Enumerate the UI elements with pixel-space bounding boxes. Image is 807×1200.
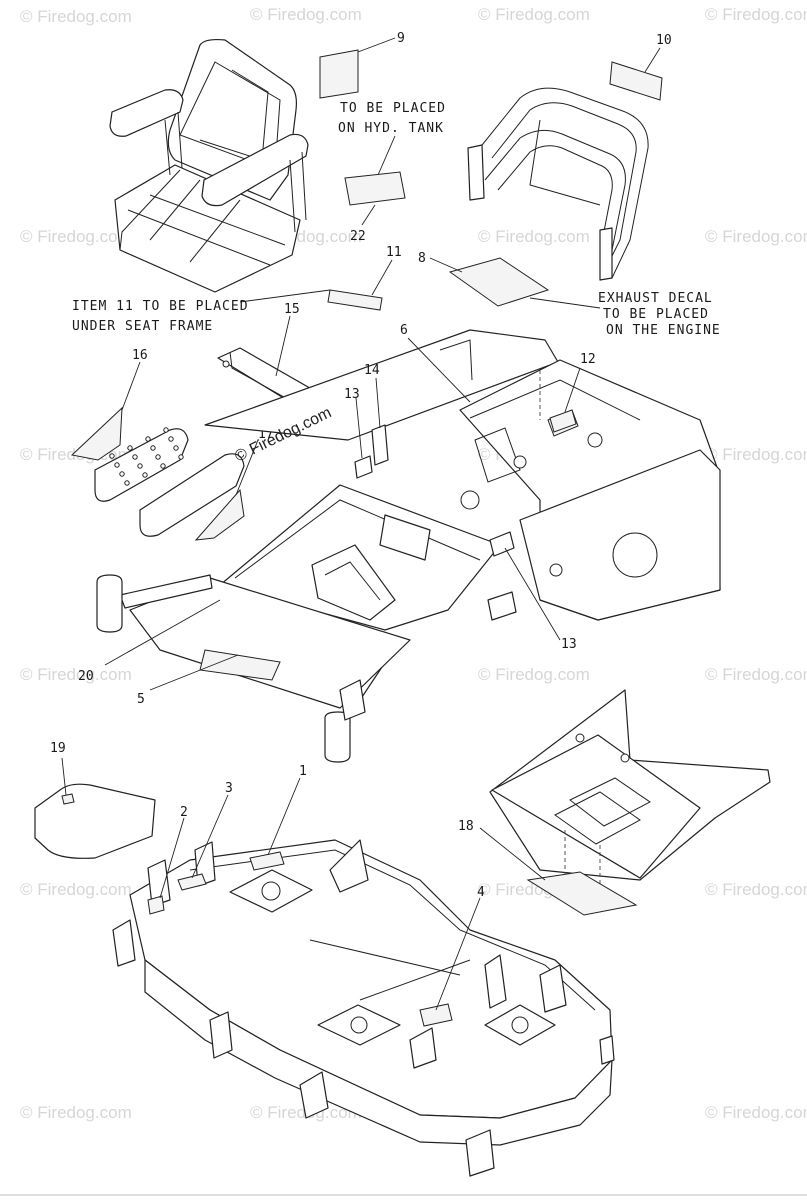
callout-16: 16 <box>132 348 148 363</box>
watermark: © Firedog.com <box>20 1103 132 1122</box>
callout-14: 14 <box>364 363 380 378</box>
callout-5: 5 <box>137 692 145 707</box>
watermark: © Firedog.com <box>20 227 132 246</box>
callout-18: 18 <box>458 819 474 834</box>
deck-callouts: 1 2 3 4 <box>159 764 485 1011</box>
watermark: © Firedog.com <box>20 7 132 26</box>
watermark: © Firedog.com <box>478 665 590 684</box>
watermark: © Firedog.com <box>705 880 807 899</box>
perforation-hole <box>137 463 143 469</box>
mower-deck <box>112 839 615 1177</box>
watermark: © Firedog.com <box>705 5 807 24</box>
decal-8: 8 EXHAUST DECAL TO BE PLACED ON THE ENGI… <box>418 251 721 338</box>
perforation-hole <box>119 471 125 477</box>
perforation-hole <box>109 453 115 459</box>
side-panel-16: 16 <box>70 348 189 502</box>
callout-11: 11 <box>386 245 402 260</box>
callout-10: 10 <box>656 33 672 48</box>
callout-20: 20 <box>78 669 94 684</box>
roll-bar-10: 10 <box>467 33 672 281</box>
callout-13-bottom: 13 <box>561 637 577 652</box>
callout-8: 8 <box>418 251 426 266</box>
hyd-tank-note: TO BE PLACED ON HYD. TANK 22 <box>338 101 446 244</box>
callout-12: 12 <box>580 352 596 367</box>
callout-3: 3 <box>225 781 233 796</box>
note-item11-line2: UNDER SEAT FRAME <box>72 319 213 334</box>
perforation-hole <box>173 445 179 451</box>
watermark: © Firedog.com <box>20 665 132 684</box>
perforation-hole <box>145 436 151 442</box>
watermark: © Firedog.com <box>705 1103 807 1122</box>
callout-19: 19 <box>50 741 66 756</box>
watermark: © Firedog.com <box>705 445 807 464</box>
perforation-hole <box>132 454 138 460</box>
perforation-hole <box>124 480 130 486</box>
perforation-hole <box>160 463 166 469</box>
floor-pan: 18 <box>458 689 771 916</box>
note-exhaust-line3: ON THE ENGINE <box>606 323 721 338</box>
perforation-hole <box>150 445 156 451</box>
note-exhaust-line1: EXHAUST DECAL <box>598 291 713 306</box>
decal-11: 11 ITEM 11 TO BE PLACED UNDER SEAT FRAME <box>72 245 402 334</box>
callout-15: 15 <box>284 302 300 317</box>
perforation-hole <box>142 472 148 478</box>
perforation-hole <box>155 454 161 460</box>
frame-callouts: 6 12 14 13 13 20 5 <box>78 323 596 707</box>
watermark: © Firedog.com <box>250 5 362 24</box>
callout-4: 4 <box>477 885 485 900</box>
callout-9: 9 <box>397 31 405 46</box>
watermark: © Firedog.com <box>705 665 807 684</box>
main-frame <box>96 329 721 763</box>
note-hyd-tank-line2: ON HYD. TANK <box>338 121 444 136</box>
seat-assembly <box>109 38 309 293</box>
callout-6: 6 <box>400 323 408 338</box>
callout-13-top: 13 <box>344 387 360 402</box>
note-hyd-tank-line1: TO BE PLACED <box>340 101 446 116</box>
perforation-hole <box>168 436 174 442</box>
watermark: © Firedog.com <box>705 227 807 246</box>
watermark: © Firedog.com <box>20 880 132 899</box>
side-panel-17: 17 <box>139 427 274 541</box>
callout-1: 1 <box>299 764 307 779</box>
watermark: © Firedog.com <box>478 227 590 246</box>
callout-22: 22 <box>350 229 366 244</box>
perforation-hole <box>127 445 133 451</box>
decal-9: 9 <box>319 31 405 99</box>
perforation-hole <box>114 462 120 468</box>
cover-19: 19 <box>34 741 156 859</box>
note-exhaust-line2: TO BE PLACED <box>603 307 709 322</box>
perforation-hole <box>163 427 169 433</box>
note-item11-line1: ITEM 11 TO BE PLACED <box>72 299 249 314</box>
watermark: © Firedog.com <box>478 5 590 24</box>
perforation-hole <box>178 454 184 460</box>
callout-2: 2 <box>180 805 188 820</box>
